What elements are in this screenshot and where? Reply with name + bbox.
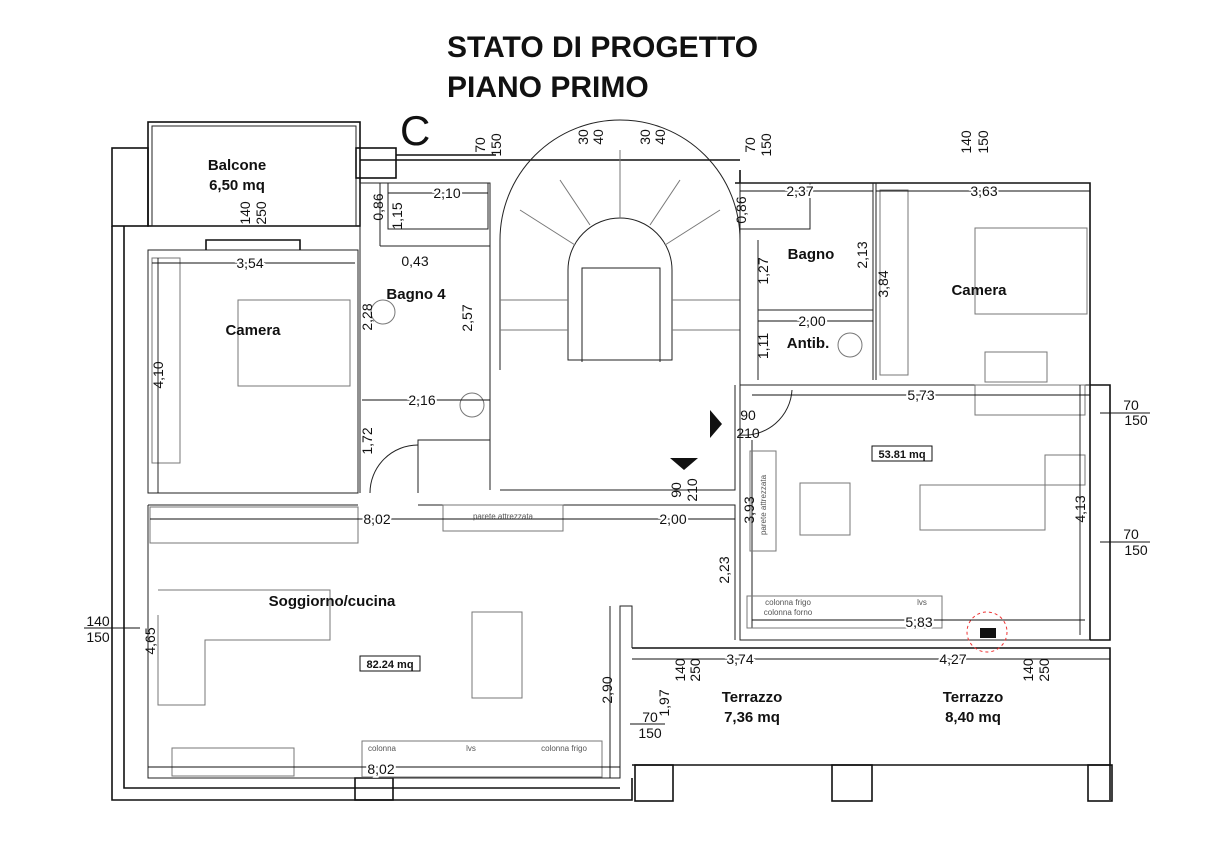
room-label-bagno: Bagno [788, 246, 835, 263]
furniture-label: colonna forno [764, 608, 813, 617]
area-box-left [359, 655, 421, 672]
opening-height: 40 [590, 129, 606, 145]
plan-subtitle: PIANO PRIMO [447, 71, 649, 104]
furniture-label: lvs [466, 744, 476, 753]
area-left-unit: 82.24 mq [366, 659, 413, 671]
dim-label: 2,13 [854, 241, 870, 268]
dim-label: 3,74 [726, 651, 753, 667]
opening-width: 140 [958, 130, 974, 154]
room-label-camera-left: Camera [225, 322, 281, 339]
opening-width: 70 [472, 137, 488, 153]
room-area-terrazzo-2: 8,40 mq [945, 709, 1001, 726]
dim-label: 3,93 [741, 496, 757, 523]
opening-height: 250 [253, 201, 269, 225]
dimension-labels-vertical: 0,86 1,15 2,28 2,57 4,10 1,72 0,86 1,27 … [142, 193, 1088, 716]
furniture-label: colonna frigo [765, 598, 811, 607]
opening-height: 250 [1036, 658, 1052, 682]
room-label-camera-right: Camera [951, 282, 1007, 299]
opening-width: 70 [742, 137, 758, 153]
dim-label: 3,54 [236, 255, 263, 271]
room-label-soggiorno: Soggiorno/cucina [269, 593, 396, 610]
dim-label: 0,86 [370, 193, 386, 220]
opening-height: 210 [684, 478, 700, 502]
dim-label: 2,28 [359, 303, 375, 330]
dim-label: 3,84 [875, 270, 891, 297]
flue-icon [980, 628, 996, 638]
opening-height: 150 [488, 133, 504, 157]
dim-label: 1,11 [755, 333, 771, 359]
room-label-balcone: Balcone [208, 157, 266, 174]
dim-label: 2,16 [408, 392, 435, 408]
dim-label: 8,02 [367, 761, 394, 777]
furniture-label: colonna [368, 744, 397, 753]
opening-height: 150 [1124, 542, 1148, 558]
dim-label: 2,10 [433, 185, 460, 201]
dim-label: 1,15 [389, 202, 405, 229]
entrance-arrow-icon [710, 410, 722, 438]
room-label-terrazzo-2: Terrazzo [943, 689, 1004, 706]
opening-height: 150 [638, 725, 662, 741]
opening-height: 150 [758, 133, 774, 157]
opening-width: 70 [1123, 526, 1139, 542]
furniture-label: parete attrezzata [759, 474, 768, 535]
dim-label: 8,02 [363, 511, 390, 527]
opening-width: 90 [668, 482, 684, 498]
dim-label: 2,90 [599, 676, 615, 703]
dim-label: 1,72 [359, 427, 375, 454]
room-label-terrazzo-1: Terrazzo [722, 689, 783, 706]
opening-height: 250 [687, 658, 703, 682]
door-swing [739, 389, 793, 436]
plan-title: STATO DI PROGETTO [447, 31, 758, 64]
room-area-terrazzo-1: 7,36 mq [724, 709, 780, 726]
opening-height: 150 [975, 130, 991, 154]
opening-width: 140 [672, 658, 688, 682]
dim-label: 4,13 [1072, 495, 1088, 522]
furniture [149, 189, 1088, 778]
furniture-label: colonna frigo [541, 744, 587, 753]
walls [111, 119, 1113, 802]
door-swing [369, 444, 419, 494]
dimension-lines [148, 190, 1110, 768]
area-box-right [871, 445, 933, 462]
opening-height: 40 [652, 129, 668, 145]
opening-width: 90 [740, 407, 756, 423]
highlight-marker [966, 611, 1008, 653]
dim-label: 4,10 [150, 361, 166, 388]
furniture-label: lvs [917, 598, 927, 607]
dim-label: 2,57 [459, 304, 475, 331]
entrance-arrow-icon [670, 458, 698, 470]
dim-label: 2,37 [786, 183, 813, 199]
section-marker: C [400, 107, 430, 154]
opening-width: 140 [237, 201, 253, 225]
room-area-balcone: 6,50 mq [209, 177, 265, 194]
room-label-bagno4: Bagno 4 [386, 286, 446, 303]
furniture-label: parete attrezzata [473, 512, 534, 521]
dim-label: 0,43 [401, 253, 428, 269]
opening-width: 140 [86, 613, 110, 629]
furniture-labels: parete attrezzata parete attrezzata colo… [368, 474, 927, 753]
dim-label: 4,65 [142, 627, 158, 654]
opening-height: 150 [1124, 412, 1148, 428]
dim-label: 5,73 [907, 387, 934, 403]
opening-width: 30 [575, 129, 591, 145]
opening-labels: 70 150 30 40 30 40 70 150 140 150 140 25… [84, 129, 1150, 741]
dim-label: 1,27 [755, 257, 771, 284]
dim-label: 3,63 [970, 183, 997, 199]
opening-width: 140 [1020, 658, 1036, 682]
opening-width: 70 [642, 709, 658, 725]
dim-label: 2,00 [659, 511, 686, 527]
dim-label: 5,83 [905, 614, 932, 630]
area-right-unit: 53.81 mq [878, 449, 925, 461]
opening-width: 70 [1123, 397, 1139, 413]
dim-label: 4,27 [939, 651, 966, 667]
opening-height: 210 [736, 425, 760, 441]
opening-height: 150 [86, 629, 110, 645]
dim-label: 1,97 [656, 689, 672, 716]
dim-label: 0,86 [733, 196, 749, 223]
dim-label: 2,00 [798, 313, 825, 329]
opening-width: 30 [637, 129, 653, 145]
dim-label: 2,23 [716, 556, 732, 583]
dimension-labels-horizontal: 2,10 3,54 0,43 2,16 2,37 3,63 2,00 5,73 … [234, 181, 999, 779]
room-label-antibagno: Antib. [787, 335, 830, 352]
